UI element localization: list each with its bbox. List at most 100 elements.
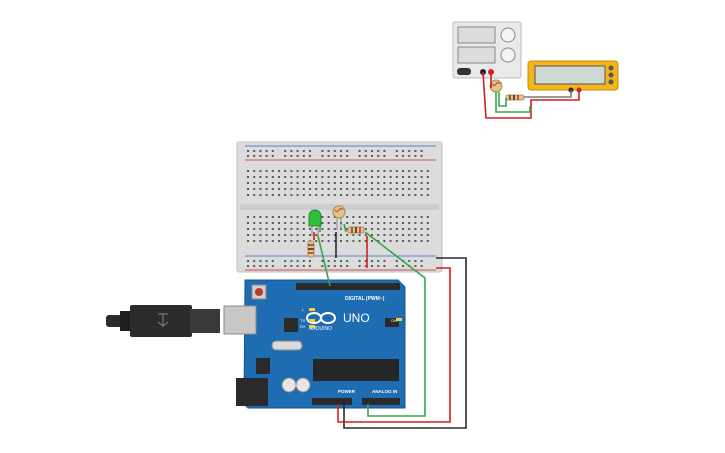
breadboard-hole[interactable]: [346, 228, 349, 230]
breadboard-hole[interactable]: [284, 188, 287, 190]
breadboard-hole[interactable]: [402, 216, 404, 218]
breadboard-hole[interactable]: [414, 234, 417, 236]
breadboard-hole[interactable]: [414, 188, 417, 190]
breadboard-hole[interactable]: [358, 240, 361, 242]
breadboard-hole[interactable]: [377, 228, 380, 230]
breadboard-hole[interactable]: [358, 170, 361, 172]
breadboard-hole[interactable]: [408, 176, 411, 178]
breadboard-hole[interactable]: [389, 194, 392, 196]
breadboard-hole[interactable]: [371, 216, 373, 218]
ldr-test[interactable]: [489, 79, 525, 101]
breadboard-hole[interactable]: [340, 150, 342, 152]
breadboard-hole[interactable]: [383, 216, 386, 218]
breadboard-hole[interactable]: [371, 182, 373, 184]
breadboard-hole[interactable]: [377, 222, 380, 224]
breadboard-hole[interactable]: [321, 265, 324, 267]
breadboard-hole[interactable]: [296, 240, 299, 242]
breadboard-hole[interactable]: [302, 170, 305, 172]
breadboard-hole[interactable]: [315, 182, 318, 184]
breadboard-hole[interactable]: [247, 155, 249, 157]
breadboard-hole[interactable]: [271, 194, 274, 196]
breadboard-hole[interactable]: [352, 176, 355, 178]
breadboard-hole[interactable]: [377, 176, 380, 178]
breadboard-hole[interactable]: [383, 194, 386, 196]
breadboard-hole[interactable]: [284, 176, 287, 178]
breadboard-hole[interactable]: [364, 228, 367, 230]
reset-button[interactable]: [255, 288, 263, 296]
breadboard-hole[interactable]: [333, 150, 336, 152]
breadboard-hole[interactable]: [426, 188, 429, 190]
breadboard-hole[interactable]: [402, 240, 404, 242]
breadboard-hole[interactable]: [302, 176, 305, 178]
breadboard-hole[interactable]: [377, 182, 380, 184]
breadboard-hole[interactable]: [271, 222, 274, 224]
breadboard-hole[interactable]: [395, 228, 398, 230]
breadboard-hole[interactable]: [321, 182, 324, 184]
breadboard-hole[interactable]: [278, 182, 280, 184]
breadboard-hole[interactable]: [265, 188, 268, 190]
breadboard-hole[interactable]: [333, 176, 336, 178]
breadboard-hole[interactable]: [265, 176, 268, 178]
breadboard-hole[interactable]: [247, 216, 249, 218]
breadboard-hole[interactable]: [352, 240, 355, 242]
breadboard-hole[interactable]: [290, 234, 293, 236]
breadboard-hole[interactable]: [259, 194, 262, 196]
breadboard-hole[interactable]: [253, 188, 256, 190]
breadboard-hole[interactable]: [284, 228, 287, 230]
breadboard-hole[interactable]: [364, 234, 367, 236]
breadboard-hole[interactable]: [265, 222, 268, 224]
current-knob-icon[interactable]: [500, 47, 516, 63]
breadboard-hole[interactable]: [420, 150, 423, 152]
breadboard-hole[interactable]: [383, 240, 386, 242]
breadboard-hole[interactable]: [395, 234, 398, 236]
breadboard-hole[interactable]: [309, 265, 311, 267]
breadboard-hole[interactable]: [290, 240, 293, 242]
breadboard-hole[interactable]: [296, 170, 299, 172]
breadboard-hole[interactable]: [296, 228, 299, 230]
breadboard-hole[interactable]: [247, 188, 249, 190]
breadboard-hole[interactable]: [340, 234, 342, 236]
breadboard-hole[interactable]: [315, 170, 318, 172]
breadboard-hole[interactable]: [290, 216, 293, 218]
breadboard-hole[interactable]: [309, 194, 311, 196]
breadboard-hole[interactable]: [402, 228, 404, 230]
breadboard-hole[interactable]: [408, 188, 411, 190]
breadboard-hole[interactable]: [321, 150, 324, 152]
breadboard-hole[interactable]: [426, 240, 429, 242]
breadboard-hole[interactable]: [327, 234, 330, 236]
breadboard-hole[interactable]: [321, 216, 324, 218]
breadboard-hole[interactable]: [327, 150, 330, 152]
breadboard-hole[interactable]: [414, 216, 417, 218]
breadboard-hole[interactable]: [402, 150, 404, 152]
breadboard-hole[interactable]: [346, 234, 349, 236]
arduino-uno[interactable]: ARDUINO UNO DIGITAL (PWM~) POWER ANALOG …: [106, 279, 406, 409]
breadboard-hole[interactable]: [284, 155, 287, 157]
breadboard-hole[interactable]: [315, 228, 318, 230]
photoresistor[interactable]: [332, 205, 346, 230]
breadboard-hole[interactable]: [271, 155, 274, 157]
breadboard-hole[interactable]: [408, 194, 411, 196]
breadboard-hole[interactable]: [346, 265, 349, 267]
breadboard-hole[interactable]: [402, 194, 404, 196]
breadboard-hole[interactable]: [253, 150, 256, 152]
breadboard-hole[interactable]: [265, 216, 268, 218]
breadboard-hole[interactable]: [364, 155, 367, 157]
breadboard-hole[interactable]: [271, 182, 274, 184]
breadboard-hole[interactable]: [426, 222, 429, 224]
breadboard-hole[interactable]: [327, 194, 330, 196]
breadboard-hole[interactable]: [315, 194, 318, 196]
breadboard-hole[interactable]: [284, 216, 287, 218]
breadboard-hole[interactable]: [271, 176, 274, 178]
breadboard-hole[interactable]: [420, 265, 423, 267]
breadboard-hole[interactable]: [420, 216, 423, 218]
breadboard-hole[interactable]: [426, 234, 429, 236]
breadboard-hole[interactable]: [271, 170, 274, 172]
breadboard-hole[interactable]: [358, 216, 361, 218]
breadboard-hole[interactable]: [420, 176, 423, 178]
breadboard-hole[interactable]: [377, 170, 380, 172]
breadboard-hole[interactable]: [395, 150, 398, 152]
breadboard-hole[interactable]: [284, 170, 287, 172]
breadboard-hole[interactable]: [389, 176, 392, 178]
breadboard-hole[interactable]: [402, 234, 404, 236]
breadboard-hole[interactable]: [247, 265, 249, 267]
